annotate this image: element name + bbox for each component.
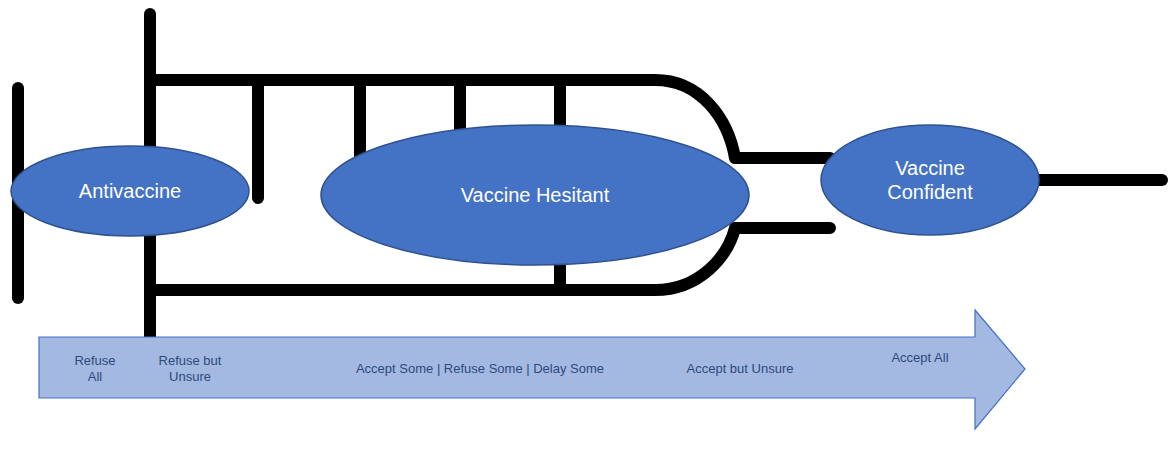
graduation-tick bbox=[354, 80, 366, 160]
ellipse-shape bbox=[11, 146, 249, 236]
stage-label: Vaccine Hesitant bbox=[320, 124, 750, 266]
spectrum-arrow: Refuse All Refuse but Unsure Accept Some |… bbox=[38, 308, 1028, 432]
stage-label: Vaccine Confident bbox=[820, 124, 1040, 236]
ellipse-shape bbox=[821, 125, 1039, 235]
ellipse-shape bbox=[321, 125, 749, 265]
spectrum-label: Refuse All bbox=[70, 353, 120, 385]
stage-ellipse: Vaccine Hesitant bbox=[320, 124, 750, 266]
ellipse-outline bbox=[820, 124, 1040, 236]
arrow-shape bbox=[39, 310, 1025, 429]
spectrum-label: Refuse but Unsure bbox=[150, 353, 230, 385]
needle bbox=[1030, 174, 1162, 186]
graduation-tick bbox=[252, 80, 264, 198]
spectrum-label: Accept Some | Refuse Some | Delay Some bbox=[315, 361, 645, 377]
stage-ellipse: Vaccine Confident bbox=[820, 124, 1040, 236]
stage-ellipse: Antivaccine bbox=[10, 145, 250, 237]
stage-label: Antivaccine bbox=[10, 145, 250, 237]
spectrum-label: Accept All bbox=[890, 350, 950, 366]
spectrum-label: Accept but Unsure bbox=[665, 361, 815, 377]
